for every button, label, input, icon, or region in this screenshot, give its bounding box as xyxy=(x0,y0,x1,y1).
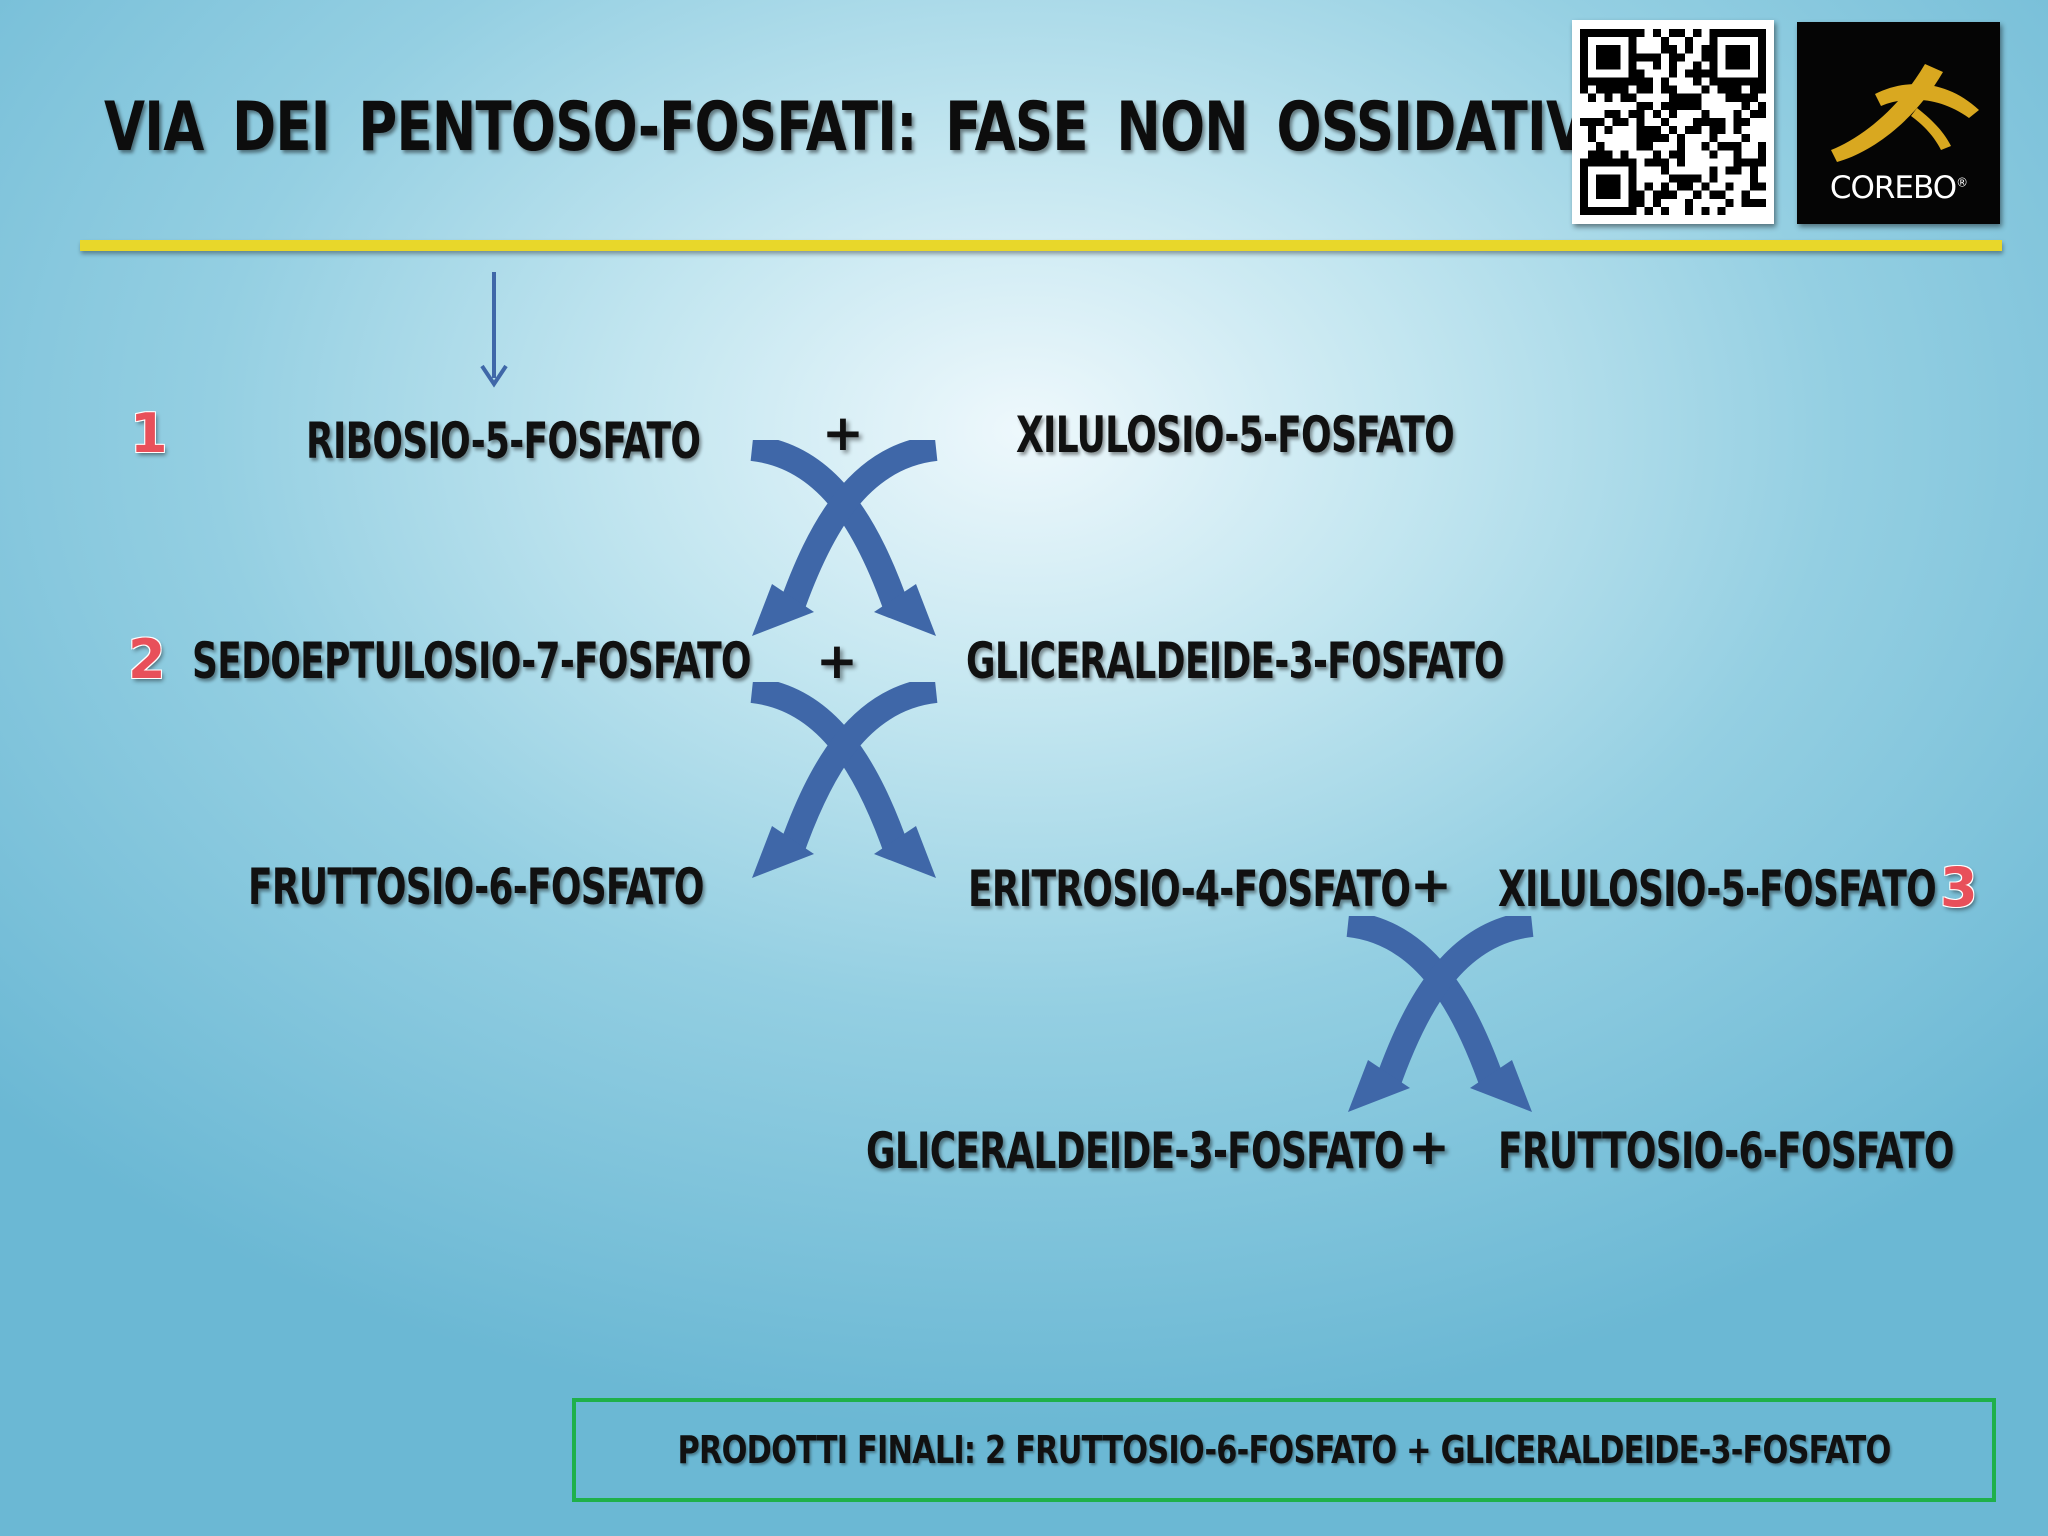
step-number-1: 1 xyxy=(130,402,168,465)
down-arrow-icon xyxy=(480,272,508,388)
qr-code-icon xyxy=(1572,20,1774,224)
plus-sign: + xyxy=(1410,856,1452,914)
label-eritrosio-4-fosfato: ERITROSIO-4-FOSFATO xyxy=(968,860,1411,918)
plus-sign: + xyxy=(822,404,864,462)
slide-title: VIA DEI PENTOSO-FOSFATI: FASE NON OSSIDA… xyxy=(104,88,1624,167)
label-xilulosio-5-fosfato: XILULOSIO-5-FOSFATO xyxy=(1498,860,1937,918)
label-fruttosio-6-fosfato: FRUTTOSIO-6-FOSFATO xyxy=(248,858,704,916)
final-products-box: PRODOTTI FINALI: 2 FRUTTOSIO-6-FOSFATO +… xyxy=(572,1398,1996,1502)
crossover-arrows-icon xyxy=(750,440,938,636)
step-number-2: 2 xyxy=(128,628,166,691)
crossover-arrows-icon xyxy=(750,682,938,878)
logo-swoosh-icon xyxy=(1831,64,1979,162)
label-gliceraldeide-3-fosfato: GLICERALDEIDE-3-FOSFATO xyxy=(866,1122,1405,1180)
plus-sign: + xyxy=(1408,1118,1450,1176)
label-xilulosio-5-fosfato: XILULOSIO-5-FOSFATO xyxy=(1016,406,1455,464)
label-sedoeptulosio-7-fosfato: SEDOEPTULOSIO-7-FOSFATO xyxy=(192,632,752,690)
corebo-logo: COREBO® xyxy=(1797,22,2000,224)
title-divider xyxy=(80,240,2002,251)
step-number-3: 3 xyxy=(1940,856,1978,919)
label-gliceraldeide-3-fosfato: GLICERALDEIDE-3-FOSFATO xyxy=(966,632,1505,690)
final-products-text: PRODOTTI FINALI: 2 FRUTTOSIO-6-FOSFATO +… xyxy=(677,1428,1892,1472)
logo-text: COREBO® xyxy=(1829,170,1968,206)
label-fruttosio-6-fosfato: FRUTTOSIO-6-FOSFATO xyxy=(1498,1122,1954,1180)
crossover-arrows-icon xyxy=(1346,916,1534,1112)
label-ribosio-5-fosfato: RIBOSIO-5-FOSFATO xyxy=(306,412,701,470)
plus-sign: + xyxy=(816,632,858,690)
